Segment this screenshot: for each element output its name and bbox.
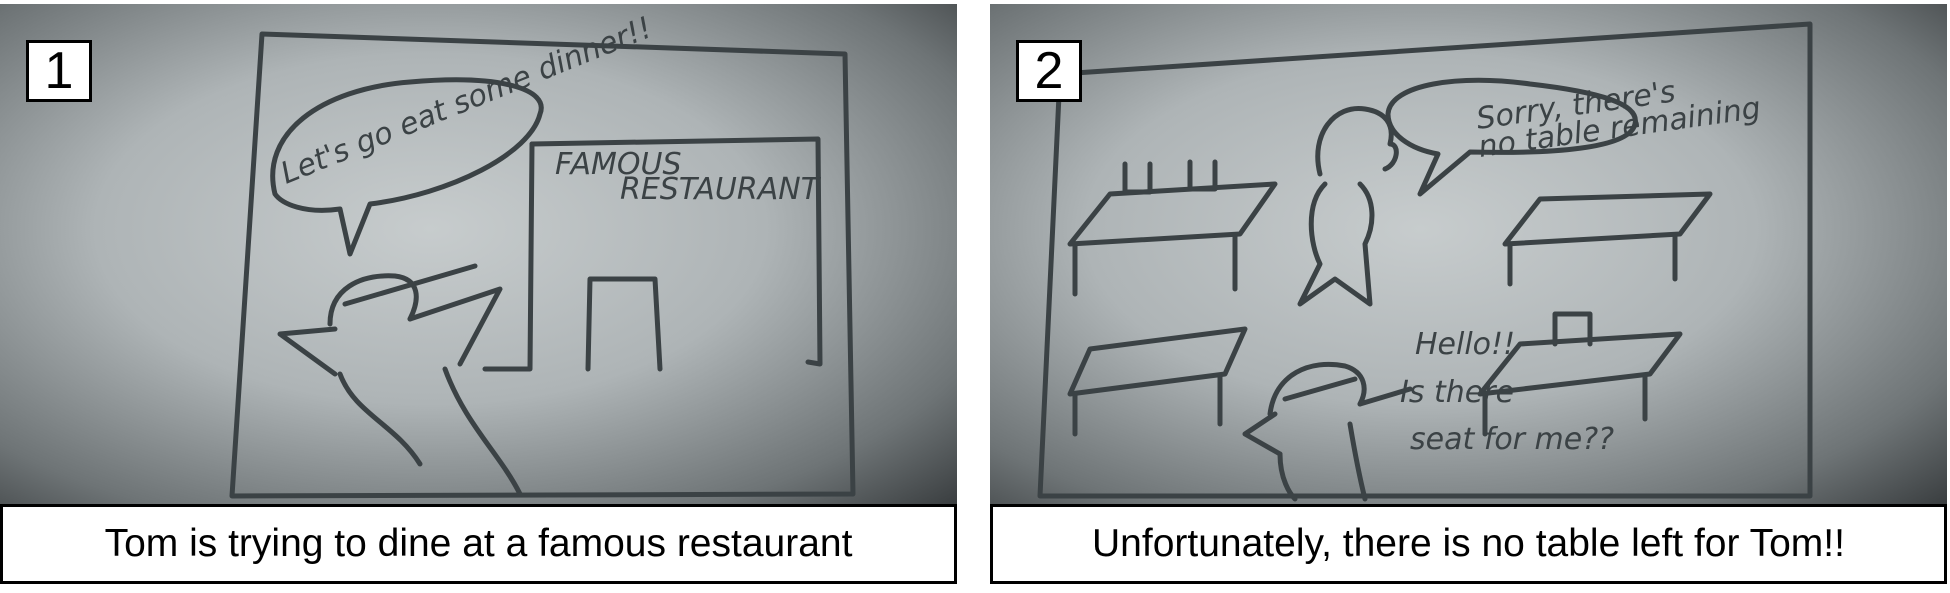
panel-2-caption: Unfortunately, there is no table left fo… <box>990 504 1947 584</box>
panel-1-photo <box>0 4 957 504</box>
comic-panel-1: Let's go eat some dinner!! FAMOUS RESTAU… <box>0 4 957 584</box>
panel-2-sketch <box>1037 21 1813 502</box>
panel-2-handwriting: Sorry, there's no table remaining Hello!… <box>1400 74 1763 457</box>
panel-1-sign-line-2: RESTAURANT <box>620 172 822 207</box>
panel-2-number: 2 <box>1016 40 1082 102</box>
panel-1-caption: Tom is trying to dine at a famous restau… <box>0 504 957 584</box>
comic-panel-2: Sorry, there's no table remaining Hello!… <box>990 4 1947 584</box>
panel-2-photo <box>990 4 1947 504</box>
panel-1-sign-line-1: FAMOUS <box>555 147 682 182</box>
panel-2-dialogue-line-2: Is there <box>1400 375 1514 410</box>
panel-1-handwriting: Let's go eat some dinner!! FAMOUS RESTAU… <box>276 10 822 207</box>
panel-2-dialogue-line-3: seat for me?? <box>1410 422 1614 457</box>
panel-2-dialogue-line-1: Hello!! <box>1415 327 1515 362</box>
panel-1-sketch <box>229 31 856 499</box>
panel-1-number: 1 <box>26 40 92 102</box>
